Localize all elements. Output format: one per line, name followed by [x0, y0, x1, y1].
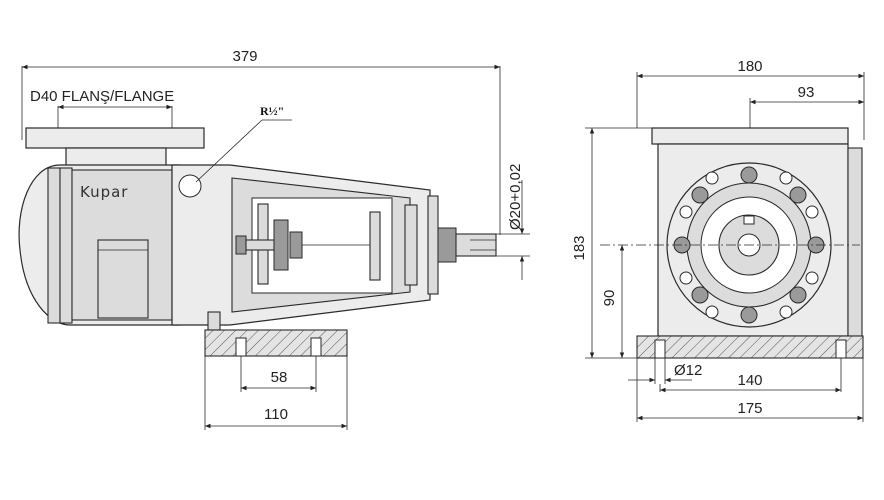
- shaft-diameter-label: Ø20+0,02: [507, 164, 524, 230]
- dimension-base-width: 175: [636, 358, 864, 422]
- dimension-hole-diameter: Ø12: [628, 358, 702, 384]
- pump-casing: Kupar: [18, 127, 205, 326]
- dimension-base-holes: 58: [240, 356, 317, 392]
- bolt-icon: [805, 271, 819, 285]
- bolt-icon: [789, 286, 807, 304]
- hole-diameter-label: Ø12: [674, 362, 702, 379]
- bolt-icon: [779, 305, 793, 319]
- dimension-shaft-height: 90: [601, 245, 625, 358]
- base-length-label: 110: [264, 406, 288, 423]
- dimension-outlet-offset: 93: [749, 84, 864, 128]
- front-casing: [651, 127, 863, 337]
- bolt-icon: [789, 186, 807, 204]
- bolt-icon: [679, 205, 693, 219]
- front-view: 180 93: [571, 58, 865, 422]
- bolt-icon: [691, 286, 709, 304]
- dimension-base-length: 110: [204, 356, 348, 430]
- flange-label: D40 FLANŞ/FLANGE: [30, 88, 174, 105]
- base-width-label: 175: [737, 400, 762, 417]
- flange-dimension: D40 FLANŞ/FLANGE: [30, 88, 174, 128]
- dimension-shaft-diameter: Ø20+0,02: [496, 164, 530, 280]
- overall-width-label: 180: [737, 58, 762, 75]
- overall-length-label: 379: [232, 48, 257, 65]
- base-hole-spacing-label: 58: [271, 369, 288, 386]
- overall-height-label: 183: [571, 235, 588, 260]
- pump-base: [204, 329, 348, 357]
- dimension-hole-spacing: 140: [659, 358, 842, 393]
- thread-callout: R½": [195, 104, 292, 183]
- bolt-icon: [679, 271, 693, 285]
- bolt-icon: [805, 205, 819, 219]
- bolt-icon: [705, 305, 719, 319]
- bolt-icon: [740, 166, 758, 184]
- dimension-overall-length: 379: [21, 48, 501, 235]
- hole-spacing-label: 140: [737, 372, 762, 389]
- thread-label: R½": [260, 104, 284, 118]
- bolt-icon: [705, 171, 719, 185]
- outlet-offset-label: 93: [798, 84, 815, 101]
- shaft-height-label: 90: [601, 290, 618, 307]
- drain-plug: [178, 174, 202, 198]
- dimension-overall-height: 183: [571, 127, 652, 359]
- bolt-icon: [779, 171, 793, 185]
- dimension-overall-width: 180: [636, 58, 865, 140]
- bearing-housing: [171, 164, 497, 331]
- brand-label: Kupar: [80, 183, 128, 201]
- bolt-icon: [740, 306, 758, 324]
- bolt-icon: [691, 186, 709, 204]
- side-view: 379 D40 FLANŞ/FLANGE Kupar: [18, 48, 530, 430]
- front-base: [636, 335, 864, 359]
